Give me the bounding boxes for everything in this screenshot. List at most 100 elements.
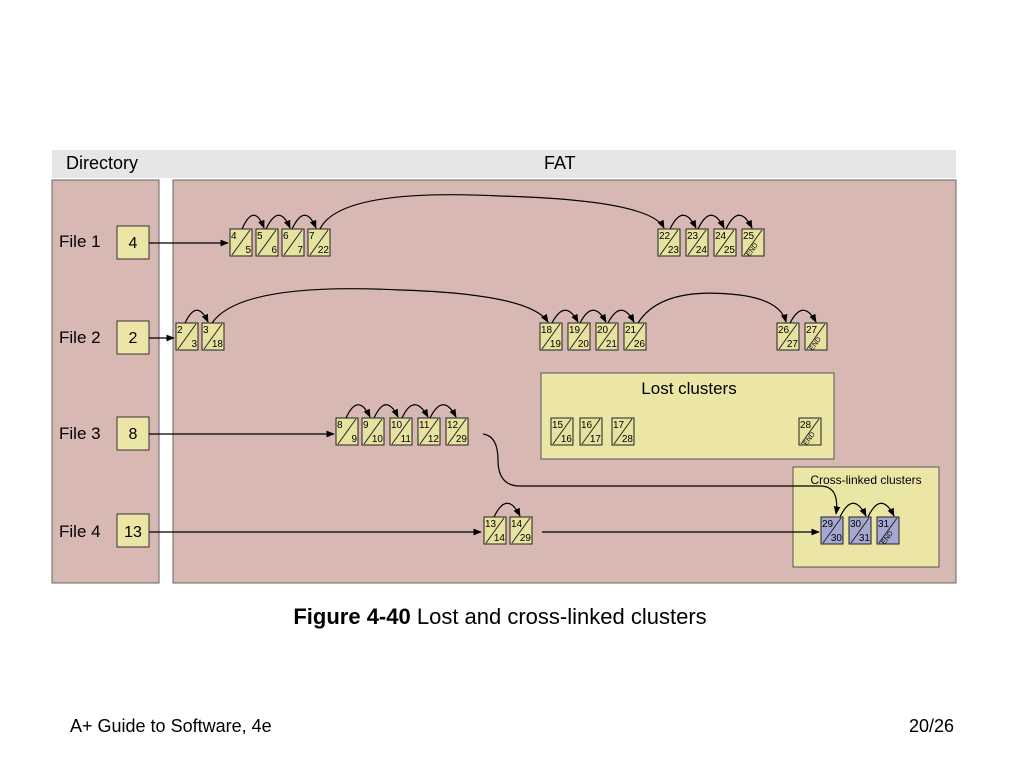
cluster-number: 24 — [715, 231, 727, 242]
directory-header: Directory — [66, 153, 138, 173]
chain-link — [669, 214, 697, 230]
cluster-number: 14 — [511, 519, 523, 530]
pointer-arrows — [149, 194, 895, 536]
figure-number: Figure 4-40 — [293, 604, 411, 629]
chain-link — [265, 214, 291, 230]
cluster-number: 20 — [597, 325, 609, 336]
cluster-number: 7 — [309, 231, 315, 242]
figure-title: Lost and cross-linked clusters — [410, 604, 707, 629]
file-label: File 4 — [59, 522, 101, 541]
next-cluster-pointer: 24 — [696, 245, 708, 256]
start-cluster-value: 4 — [129, 235, 138, 252]
cluster-number: 17 — [613, 420, 625, 431]
start-cluster-value: 13 — [124, 524, 142, 541]
cluster-number: 11 — [419, 420, 430, 431]
cluster12-to-29-arrow — [482, 433, 841, 515]
next-cluster-pointer: 20 — [578, 339, 590, 350]
cluster-number: 27 — [806, 325, 818, 336]
next-cluster-pointer: 16 — [561, 434, 573, 445]
start-cluster-box — [116, 225, 150, 260]
next-cluster-pointer: 27 — [787, 339, 799, 350]
fat-cluster-cell: 67 — [281, 228, 305, 257]
next-cluster-pointer: 12 — [428, 434, 440, 445]
cluster-number: 15 — [552, 420, 564, 431]
cluster-number: 18 — [541, 325, 553, 336]
next-cluster-pointer: 23 — [668, 245, 680, 256]
next-cluster-pointer: 22 — [318, 245, 330, 256]
cluster-number: 25 — [743, 231, 755, 242]
cluster-number: 13 — [485, 519, 497, 530]
cluster-number: 9 — [363, 420, 369, 431]
chain-link — [211, 288, 549, 324]
next-cluster-pointer: 31 — [859, 533, 871, 544]
chain-link — [725, 214, 753, 230]
next-cluster-pointer: 28 — [622, 434, 634, 445]
cluster-number: 10 — [391, 420, 403, 431]
fat-cluster-cell: 45 — [229, 228, 253, 257]
cluster-number: 4 — [231, 231, 237, 242]
cluster-number: 29 — [822, 519, 834, 530]
cluster-number: 23 — [687, 231, 699, 242]
cross-linked-title: Cross-linked clusters — [810, 473, 921, 487]
chain-link — [373, 404, 399, 419]
next-cluster-pointer: 10 — [372, 434, 384, 445]
chain-link — [493, 502, 521, 518]
start-cluster-box — [116, 513, 150, 548]
file-row-1: File 1 4 — [59, 225, 150, 260]
next-cluster-pointer: 18 — [212, 339, 224, 350]
cluster-number: 19 — [569, 325, 581, 336]
file-label: File 3 — [59, 424, 101, 443]
fat-cluster-cell: 56 — [255, 228, 279, 257]
chain-link — [291, 214, 317, 230]
footer-page-number: 20/26 — [908, 716, 954, 736]
chain-link — [789, 309, 817, 324]
chain-link — [839, 502, 867, 518]
cluster-number: 21 — [625, 325, 637, 336]
cluster-number: 22 — [659, 231, 671, 242]
chain-link — [184, 309, 209, 324]
cluster-number: 6 — [283, 231, 289, 242]
file-row-4: File 4 13 — [59, 513, 150, 548]
cluster-number: 3 — [203, 325, 209, 336]
chain-link — [697, 214, 725, 230]
footer-book-title: A+ Guide to Software, 4e — [70, 716, 272, 736]
chain-link — [429, 404, 457, 419]
fat-cluster-cell: 910 — [361, 417, 385, 446]
chain-link — [607, 309, 635, 324]
header-strip — [52, 150, 956, 178]
cluster-number: 28 — [800, 420, 812, 431]
fat-cluster-cell: 318 — [201, 322, 225, 351]
start-cluster-value: 8 — [129, 426, 138, 443]
cluster-number: 8 — [337, 420, 343, 431]
fat-header: FAT — [544, 153, 576, 173]
fat-diagram: Directory FAT Lost clusters Cross-linked… — [51, 150, 957, 584]
fat-cluster-cell: 23 — [175, 322, 199, 351]
next-cluster-pointer: 5 — [245, 245, 251, 256]
cluster-number: 31 — [878, 519, 890, 530]
next-cluster-pointer: 19 — [550, 339, 562, 350]
next-cluster-pointer: 29 — [456, 434, 468, 445]
next-cluster-pointer: 11 — [401, 434, 412, 445]
next-cluster-pointer: 29 — [520, 533, 532, 544]
chain-link — [345, 404, 371, 419]
cluster-number: 12 — [447, 420, 459, 431]
next-cluster-pointer: 26 — [634, 339, 646, 350]
fat-cells: 45566772222232324242525END23318181919202… — [175, 228, 900, 546]
lost-clusters-title: Lost clusters — [641, 379, 736, 398]
next-cluster-pointer: 21 — [606, 339, 618, 350]
cluster-number: 30 — [850, 519, 862, 530]
